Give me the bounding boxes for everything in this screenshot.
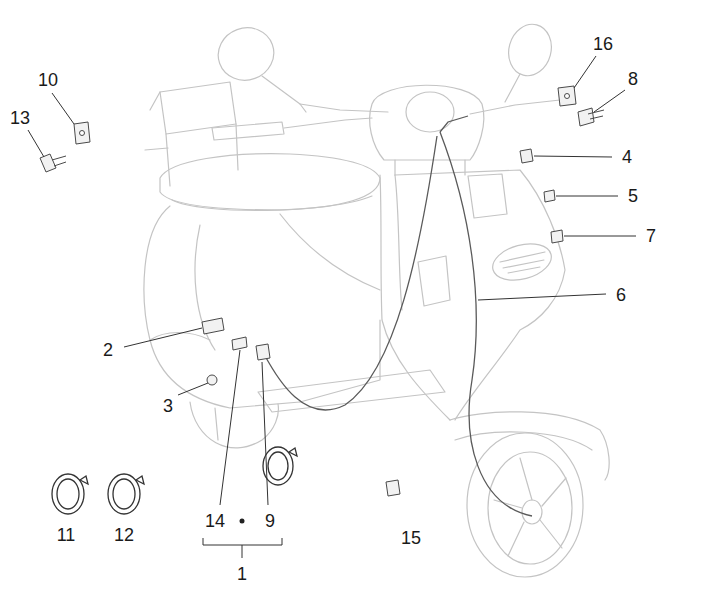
cable (264, 116, 532, 516)
callout-number: 13 (9, 108, 31, 128)
callout-number: 1 (236, 564, 248, 584)
callout-number: 15 (400, 528, 422, 548)
callout-number: 2 (102, 340, 114, 360)
callout-number: 7 (645, 226, 657, 246)
callout-number: 10 (37, 70, 59, 90)
leader-line (28, 56, 636, 558)
small-parts (40, 86, 604, 496)
callout-number: 12 (113, 525, 135, 545)
callout-number: 8 (627, 69, 639, 89)
callout-number: 14 (204, 511, 226, 531)
callout-number: 11 (56, 525, 77, 545)
callout-number: 3 (162, 396, 174, 416)
callout-number: 16 (592, 34, 614, 54)
callout-number: 4 (621, 147, 633, 167)
hose-clamp (52, 447, 297, 514)
callout-number: 5 (627, 186, 639, 206)
bracket-dot (240, 519, 245, 524)
scooter-outline (144, 19, 609, 577)
callout-number: 6 (615, 285, 627, 305)
callout-number: 9 (264, 511, 276, 531)
